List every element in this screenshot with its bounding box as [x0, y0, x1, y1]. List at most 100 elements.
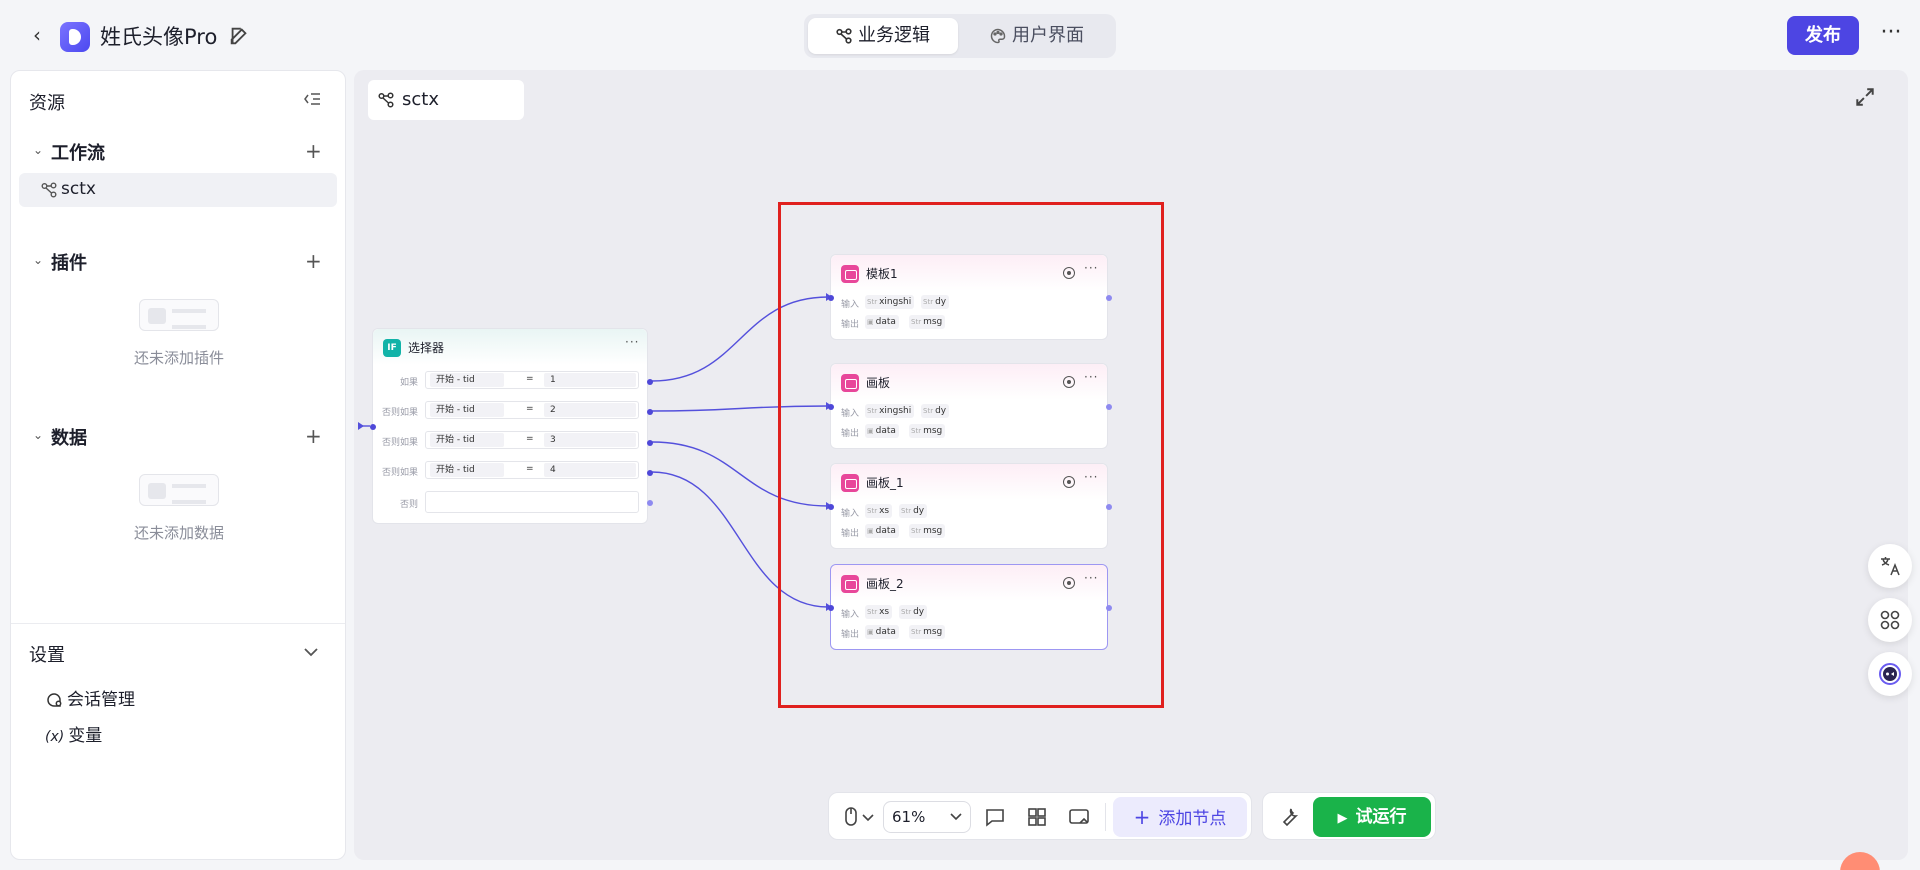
workflow-icon	[378, 92, 394, 108]
output-port[interactable]	[1106, 504, 1112, 510]
canvas-icon	[841, 474, 859, 492]
output-port[interactable]	[647, 409, 653, 415]
output-port[interactable]	[647, 470, 653, 476]
node-title: 选择器	[408, 341, 445, 355]
run-node-icon[interactable]	[1063, 476, 1075, 488]
back-chevron-icon[interactable]: ‹	[33, 23, 41, 47]
more-icon[interactable]: ···	[625, 335, 640, 349]
condition-label: 如果	[399, 378, 418, 388]
more-icon[interactable]: ···	[1084, 261, 1099, 275]
condition-row[interactable]: 如果 开始 - tid = 1	[400, 371, 639, 389]
empty-illustration	[139, 474, 219, 506]
output-param: ▣data	[865, 524, 899, 538]
fullscreen-icon[interactable]	[1854, 86, 1876, 108]
edge	[651, 405, 829, 412]
more-icon[interactable]: ···	[1084, 470, 1099, 484]
condition-operator: =	[526, 404, 534, 414]
sidebar-item-sctx[interactable]: sctx	[19, 173, 337, 207]
mouse-icon[interactable]	[839, 805, 863, 829]
input-port[interactable]	[828, 504, 834, 510]
else-row[interactable]: 否则	[400, 491, 639, 513]
try-run-button[interactable]: ▶试运行	[1313, 797, 1431, 837]
chevron-down-icon[interactable]	[303, 647, 319, 657]
type-label: Str	[911, 318, 922, 326]
translate-button[interactable]	[1868, 544, 1912, 588]
chevron-down-icon[interactable]: ⌄	[33, 143, 44, 157]
input-port[interactable]	[828, 404, 834, 410]
output-port[interactable]	[647, 500, 653, 506]
condition-row[interactable]: 否则如果 开始 - tid = 2	[382, 401, 639, 419]
settings-item-variables[interactable]: (x)变量	[45, 721, 102, 746]
condition-operator: =	[526, 434, 534, 444]
param-name: data	[875, 627, 896, 637]
tab-business-logic[interactable]: 业务逻辑	[808, 18, 958, 54]
collapse-sidebar-icon[interactable]	[303, 91, 321, 107]
tab-user-interface[interactable]: 用户界面	[962, 18, 1112, 54]
view-switcher: 业务逻辑 用户界面	[804, 14, 1116, 58]
assistant-button[interactable]	[1868, 652, 1912, 696]
wrench-icon[interactable]	[1277, 805, 1301, 829]
layout-icon[interactable]	[1025, 805, 1049, 829]
run-node-icon[interactable]	[1063, 267, 1075, 279]
input-port[interactable]	[828, 605, 834, 611]
add-data-button[interactable]: +	[305, 424, 322, 448]
more-icon[interactable]: ···	[1084, 370, 1099, 384]
edit-icon[interactable]	[228, 25, 250, 47]
type-label: Str	[911, 628, 922, 636]
chevron-down-icon[interactable]: ⌄	[33, 428, 44, 442]
condition-row[interactable]: 否则如果 开始 - tid = 4	[382, 461, 639, 479]
more-icon[interactable]: ···	[1880, 20, 1902, 45]
bottom-avatar[interactable]	[1840, 852, 1880, 870]
input-port[interactable]	[828, 295, 834, 301]
node-title: 画板	[866, 376, 891, 390]
canvas-tab-sctx[interactable]: sctx	[368, 80, 524, 120]
output-param: ▣data	[865, 424, 899, 438]
output-port[interactable]	[1106, 605, 1112, 611]
resource-sidebar: 资源 ⌄ 工作流 + sctx ⌄ 插件 + 还未添加插件 ⌄ 数据 + 还未添…	[10, 70, 346, 860]
section-title-plugins: 插件	[51, 253, 87, 274]
type-label: Str	[867, 608, 878, 616]
run-node-icon[interactable]	[1063, 376, 1075, 388]
chevron-down-icon[interactable]	[861, 805, 875, 829]
zoom-select[interactable]: 61%	[883, 801, 971, 833]
publish-button[interactable]: 发布	[1787, 16, 1859, 55]
settings-item-session-management[interactable]: 会话管理	[47, 685, 135, 710]
condition-right: 4	[544, 463, 636, 477]
minimap-icon[interactable]	[1067, 805, 1091, 829]
divider	[1105, 803, 1106, 831]
output-port[interactable]	[1106, 295, 1112, 301]
add-workflow-button[interactable]: +	[305, 139, 322, 163]
apps-button[interactable]	[1868, 598, 1912, 642]
selector-node[interactable]: IF 选择器 ··· 如果 开始 - tid = 1 否则如果 开始 - tid…	[370, 328, 653, 524]
output-port[interactable]	[1106, 404, 1112, 410]
output-port[interactable]	[647, 440, 653, 446]
more-icon[interactable]: ···	[1084, 571, 1099, 585]
condition-row[interactable]: 否则如果 开始 - tid = 3	[382, 431, 639, 449]
param-name: xs	[879, 607, 890, 617]
settings-title: 设置	[29, 645, 65, 666]
input-port[interactable]	[370, 424, 376, 430]
comment-icon[interactable]	[983, 805, 1007, 829]
add-node-button[interactable]: +添加节点	[1113, 797, 1247, 837]
param-name: msg	[923, 317, 943, 327]
add-plugin-button[interactable]: +	[305, 249, 322, 273]
output-label: 输出	[841, 630, 860, 640]
condition-right: 2	[544, 403, 636, 417]
param-name: data	[875, 317, 896, 327]
chevron-down-icon[interactable]: ⌄	[33, 253, 44, 267]
output-port[interactable]	[647, 379, 653, 385]
type-label: Str	[911, 427, 922, 435]
run-node-icon[interactable]	[1063, 577, 1075, 589]
input-label: 输入	[841, 409, 860, 419]
output-label: 输出	[841, 429, 860, 439]
